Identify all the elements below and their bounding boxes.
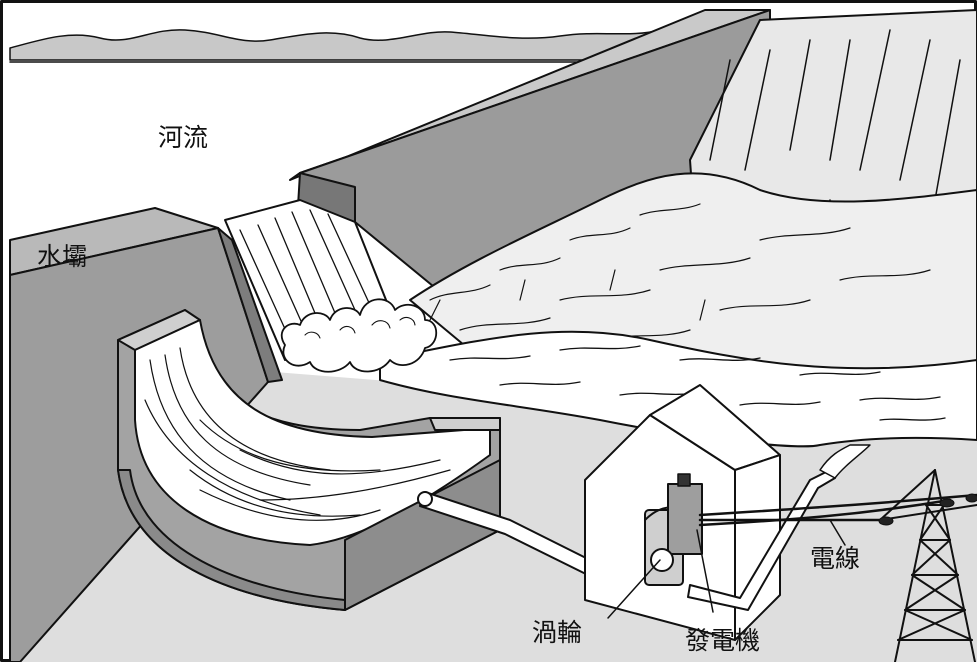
label-dam: 水壩 bbox=[37, 242, 88, 271]
label-power-line: 電線 bbox=[810, 544, 861, 573]
label-river: 河流 bbox=[158, 123, 209, 152]
spillway-cap bbox=[429, 417, 501, 431]
label-generator: 發電機 bbox=[685, 626, 761, 655]
label-turbine: 渦輪 bbox=[532, 618, 583, 647]
distant-hills bbox=[9, 29, 661, 61]
transmission-tower bbox=[879, 469, 977, 662]
turbine-generator bbox=[644, 473, 703, 586]
leader-lines bbox=[607, 519, 846, 619]
power-lines bbox=[698, 493, 977, 527]
near-dam-side bbox=[217, 227, 283, 383]
rubble-strokes bbox=[429, 203, 931, 341]
splash-foam bbox=[280, 298, 438, 373]
outflow-stream bbox=[819, 444, 871, 479]
turbine-wheel bbox=[650, 548, 674, 572]
river-flow bbox=[379, 330, 977, 448]
spillway-lines bbox=[144, 347, 451, 522]
waterfall-lines bbox=[239, 209, 371, 341]
